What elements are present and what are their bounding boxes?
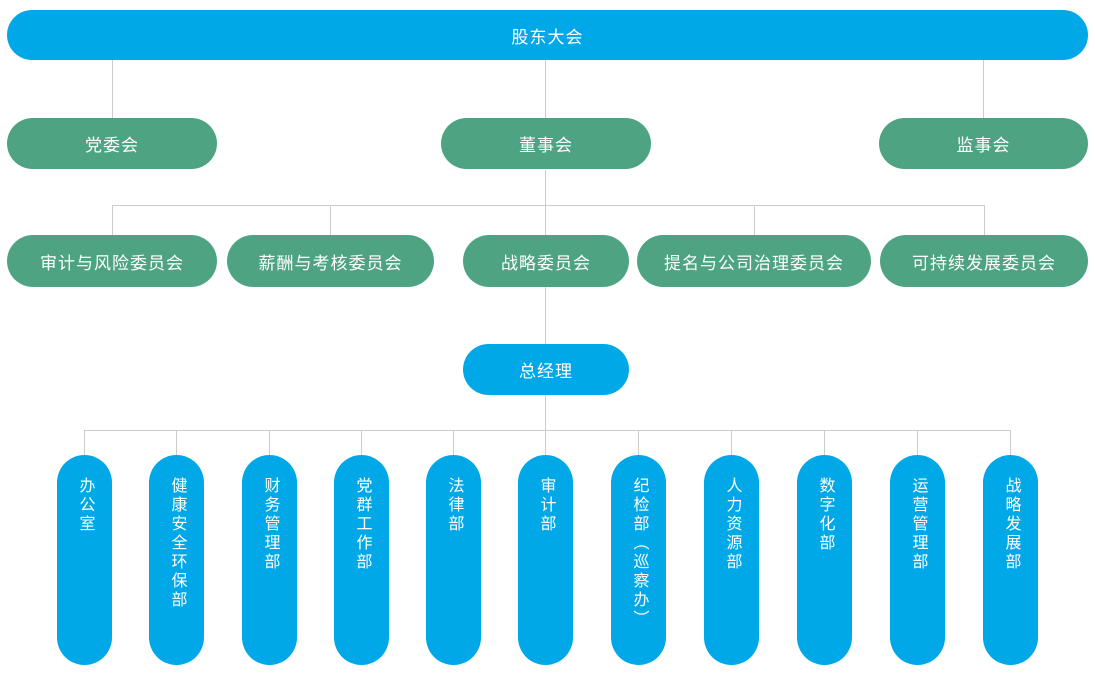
node-supervisory-board: 监事会 bbox=[879, 118, 1088, 169]
connector-line bbox=[545, 287, 546, 344]
dept-party-mass-work: 党群工作部 bbox=[334, 455, 389, 665]
node-general-manager: 总经理 bbox=[463, 344, 629, 395]
node-nomination-governance-committee: 提名与公司治理委员会 bbox=[637, 235, 871, 287]
connector-line bbox=[112, 205, 984, 206]
connector-line bbox=[453, 430, 454, 455]
dept-legal: 法律部 bbox=[426, 455, 481, 665]
node-board-of-directors: 董事会 bbox=[441, 118, 651, 169]
dept-audit: 审计部 bbox=[518, 455, 573, 665]
node-label: 提名与公司治理委员会 bbox=[664, 253, 844, 273]
connector-line bbox=[1010, 430, 1011, 455]
connector-line bbox=[112, 60, 113, 118]
connector-line bbox=[84, 430, 85, 455]
connector-line bbox=[731, 430, 732, 455]
node-label: 审计部 bbox=[537, 477, 555, 534]
connector-line bbox=[983, 60, 984, 118]
connector-line bbox=[824, 430, 825, 455]
node-label: 总经理 bbox=[519, 362, 573, 381]
connector-line bbox=[545, 395, 546, 430]
connector-line bbox=[545, 170, 546, 205]
connector-line bbox=[917, 430, 918, 455]
node-label: 健康安全环保部 bbox=[168, 477, 186, 610]
connector-line bbox=[84, 430, 1011, 431]
connector-line bbox=[545, 205, 546, 235]
connector-line bbox=[545, 430, 546, 455]
node-label: 党委会 bbox=[85, 136, 139, 155]
connector-line bbox=[984, 205, 985, 235]
node-party-committee: 党委会 bbox=[7, 118, 217, 169]
node-compensation-assessment-committee: 薪酬与考核委员会 bbox=[227, 235, 434, 287]
node-label: 法律部 bbox=[445, 477, 463, 534]
dept-health-safety-environment: 健康安全环保部 bbox=[149, 455, 204, 665]
node-label: 股东大会 bbox=[511, 27, 584, 47]
dept-operations-management: 运营管理部 bbox=[890, 455, 945, 665]
node-label: 战略发展部 bbox=[1002, 477, 1020, 572]
node-audit-risk-committee: 审计与风险委员会 bbox=[7, 235, 217, 287]
node-label: 党群工作部 bbox=[353, 477, 371, 572]
node-label: 可持续发展委员会 bbox=[912, 253, 1056, 273]
node-label: 审计与风险委员会 bbox=[40, 253, 184, 273]
node-label: 监事会 bbox=[956, 136, 1011, 155]
node-label: 数字化部 bbox=[816, 477, 834, 553]
connector-line bbox=[330, 205, 331, 235]
connector-line bbox=[112, 205, 113, 235]
node-label: 办公室 bbox=[76, 477, 94, 534]
node-label: 董事会 bbox=[519, 136, 573, 155]
node-strategy-committee: 战略委员会 bbox=[463, 235, 629, 287]
node-shareholders-meeting: 股东大会 bbox=[7, 10, 1088, 60]
dept-human-resources: 人力资源部 bbox=[704, 455, 759, 665]
node-label: 财务管理部 bbox=[261, 477, 279, 572]
dept-digitalization: 数字化部 bbox=[797, 455, 852, 665]
connector-line bbox=[545, 60, 546, 118]
connector-line bbox=[754, 205, 755, 235]
node-label: 战略委员会 bbox=[501, 253, 591, 273]
node-label: 纪检部（巡察办） bbox=[630, 477, 648, 629]
connector-line bbox=[361, 430, 362, 455]
dept-financial-management: 财务管理部 bbox=[242, 455, 297, 665]
node-sustainability-committee: 可持续发展委员会 bbox=[880, 235, 1088, 287]
node-label: 人力资源部 bbox=[723, 477, 741, 572]
dept-strategic-development: 战略发展部 bbox=[983, 455, 1038, 665]
node-label: 薪酬与考核委员会 bbox=[258, 253, 403, 273]
connector-line bbox=[269, 430, 270, 455]
connector-line bbox=[176, 430, 177, 455]
connector-line bbox=[638, 430, 639, 455]
dept-discipline-inspection: 纪检部（巡察办） bbox=[611, 455, 666, 665]
dept-office: 办公室 bbox=[57, 455, 112, 665]
node-label: 运营管理部 bbox=[909, 477, 927, 572]
